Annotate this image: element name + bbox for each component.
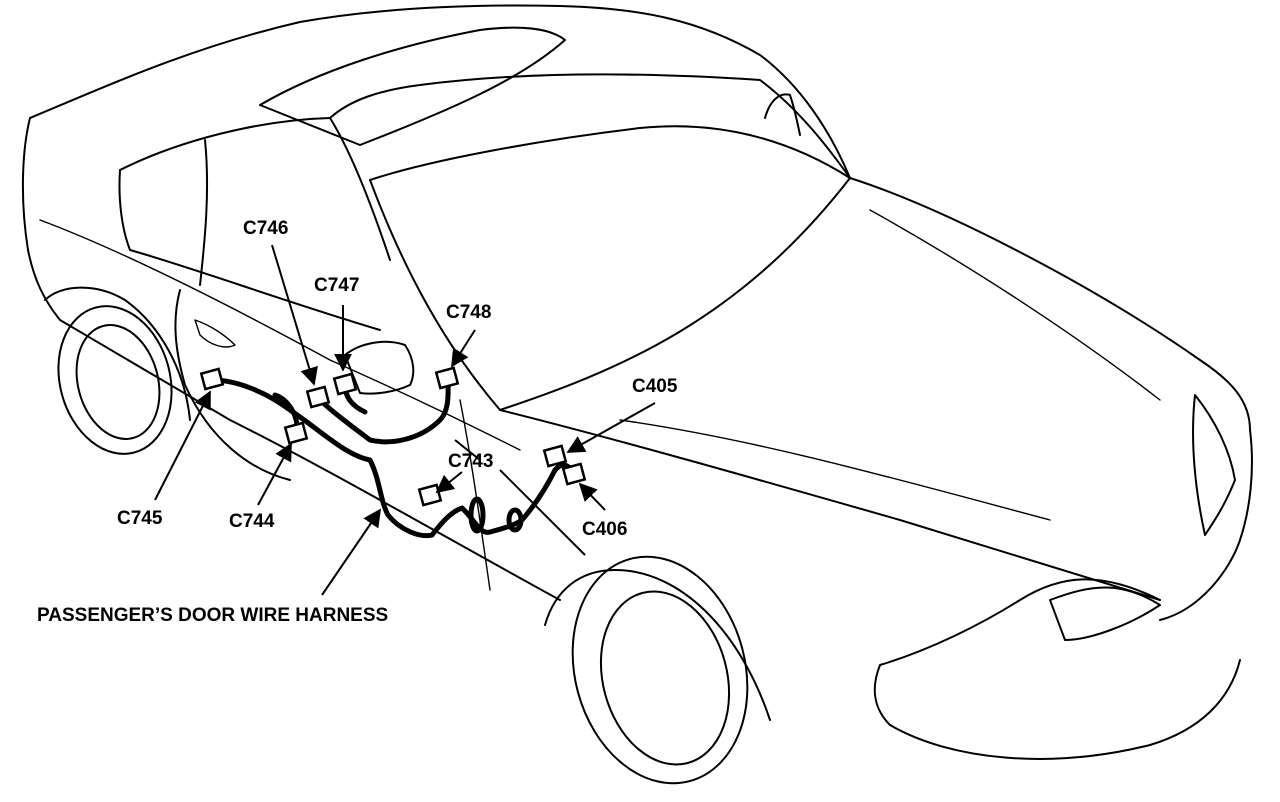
connector-c744 [283,421,309,445]
leader-arrows [154,244,656,596]
leader-c746 [271,244,318,386]
leader-c745 [154,390,211,501]
leader-c743-b [499,469,586,556]
label-c746: C746 [243,218,288,239]
connector-c746 [305,385,331,409]
leader-c748 [451,329,476,368]
label-c745: C745 [117,508,163,529]
label-c748: C748 [446,302,491,323]
leader-c743-c [454,439,481,461]
label-c406: C406 [582,519,627,540]
leader-c406 [578,482,606,511]
connector-c406 [561,462,587,486]
label-c747: C747 [314,275,359,296]
label-harness: PASSENGER’S DOOR WIRE HARNESS [37,605,388,626]
leader-c405 [566,402,656,453]
connectors [199,366,587,507]
connector-c405 [542,444,568,468]
leader-c743 [435,471,463,494]
callout-labels: C746 C747 C748 C405 C743 C406 C745 C744 … [37,218,678,626]
label-c743: C743 [448,451,493,472]
label-c405: C405 [632,376,678,397]
leader-c744 [257,442,292,506]
car-body [21,4,1253,785]
connector-c745 [199,367,225,391]
label-c744: C744 [229,511,275,532]
leader-harness [321,508,382,596]
connector-c748 [434,366,460,390]
connector-c743 [417,483,443,507]
connector-c747 [332,372,358,396]
